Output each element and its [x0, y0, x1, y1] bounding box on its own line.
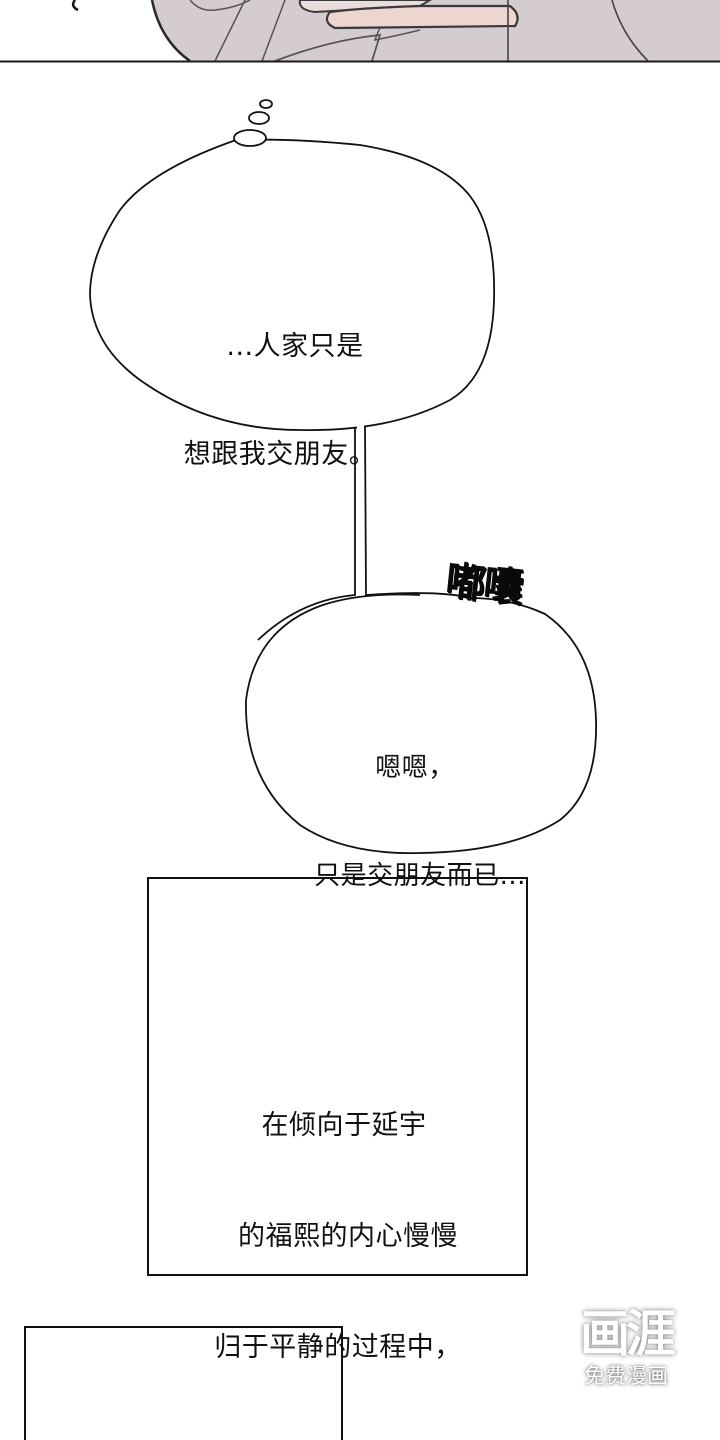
- sound-effect-text: 嘟囔: [443, 558, 524, 612]
- narration-panel-border: [147, 877, 528, 1276]
- thought-line-2: 想跟我交朋友。: [183, 439, 377, 470]
- thought-line-1: ...人家只是: [226, 331, 364, 362]
- thought-bubble-text: ...人家只是 想跟我交朋友。: [160, 257, 400, 509]
- speech-line-2: 只是交朋友而已...: [314, 861, 526, 891]
- top-panel-illustration: [0, 0, 720, 63]
- speech-bubble-shape: [245, 593, 597, 855]
- thought-bubble-shape: [89, 99, 496, 641]
- next-panel-border: [24, 1326, 343, 1440]
- watermark-subtitle: 免费漫画: [584, 1364, 668, 1388]
- watermark: 画涯 免费漫画: [566, 1306, 686, 1390]
- narration-text: 在倾向于延宇 的福熙的内心慢慢 归于平静的过程中，: [178, 1033, 498, 1403]
- narration-line-2: 的福熙的内心慢慢: [238, 1221, 458, 1252]
- speech-bubble-text: 嗯嗯， 只是交朋友而已...: [290, 678, 550, 930]
- speech-line-1: 嗯嗯，: [375, 753, 455, 783]
- narration-line-1: 在倾向于延宇: [261, 1110, 427, 1141]
- narration-line-3: 归于平静的过程中，: [214, 1332, 462, 1363]
- watermark-logo: 画涯: [580, 1305, 676, 1363]
